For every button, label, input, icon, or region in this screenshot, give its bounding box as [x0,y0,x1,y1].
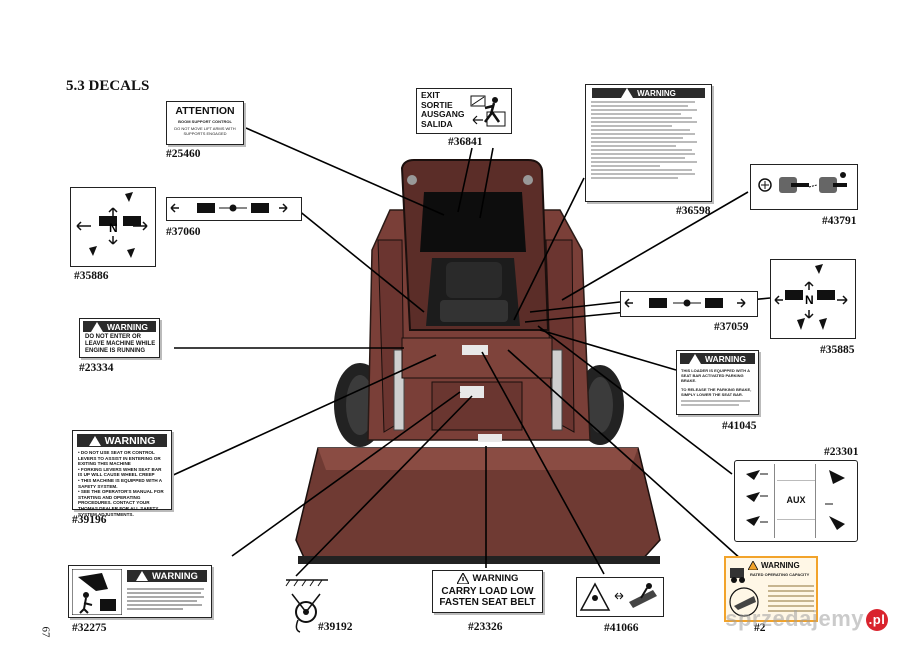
decal-number-32275: #32275 [72,622,107,634]
warning-heading: WARNING [637,88,676,98]
warning-bullet1: • DO NOT USE SEAT OR CONTROL LEVERS TO A… [78,450,161,467]
decal-36598: WARNING [585,84,712,202]
warning-triangle-icon [90,321,103,332]
warning-heading: WARNING [106,321,149,332]
decal-number-23334: #23334 [79,362,114,374]
cab-window [420,192,526,252]
decal-35885: N [770,259,856,339]
steering-pattern-icon: N [76,192,148,258]
decal-number-25460: #25460 [166,148,201,160]
tie-down-icon [285,579,328,633]
svg-text:N: N [109,221,118,235]
decal-number-37060: #37060 [166,226,201,238]
speed-range-icon [170,203,288,213]
left-lever-panel [738,464,775,538]
warning-line3: ENGINE IS RUNNING [85,347,146,354]
decal-number-36598: #36598 [676,205,711,217]
decal-23334: WARNING DO NOT ENTER OR LEAVE MACHINE WH… [79,318,160,358]
warning-heading: WARNING [472,573,519,584]
attention-line1: BOOM SUPPORT CONTROL [178,119,232,124]
bucket-tilt-icon [825,470,845,530]
decal-39196: WARNING • DO NOT USE SEAT OR CONTROL LEV… [72,430,172,517]
warning-line1: THIS LOADER IS EQUIPPED WITH A [681,368,750,373]
decal-number-35885: #35885 [820,344,855,356]
decal-number-39196: #39196 [72,514,107,526]
aux-panel: AUX [777,464,816,538]
warning-triangle-icon [456,573,469,584]
machine-icon [730,568,745,583]
decal-25460: ATTENTION BOOM SUPPORT CONTROL DO NOT MO… [166,101,244,145]
watermark-text: sprzedajemy [725,606,864,631]
decal-number-41066: #41066 [604,622,639,634]
warning-bullet2: • FORKING LEVERS WHEN SEAT BAR IS UP WIL… [78,466,162,478]
decal-number-23326: #23326 [468,621,503,633]
rated-capacity-subtitle: RATED OPERATING CAPACITY [750,572,810,577]
decal-43791 [750,164,858,210]
warning-heading: WARNING [761,561,800,570]
exit-person-icon [470,95,506,127]
ausgang-text: AUSGANG [421,109,465,119]
watermark: sprzedajemy.pl [725,606,888,632]
decal-number-41045: #41045 [722,420,757,432]
warning-line2: LEAVE MACHINE WHILE [85,340,156,347]
warning-heading: WARNING [152,570,198,582]
warning-triangle-icon [88,435,101,446]
decal-37060 [166,197,302,221]
decal-35886: N [70,187,156,267]
warning-triangle-icon [748,561,758,570]
fasten-seat-belt-text: FASTEN SEAT BELT [439,597,536,608]
lever-lock-icon [758,172,847,193]
warning-line4: SIMPLY LOWER THE SEAT BAR. [681,392,743,397]
decal-41045: WARNING THIS LOADER IS EQUIPPED WITH A S… [676,350,759,415]
decal-32275: WARNING [68,565,212,618]
svg-text:N: N [805,293,814,307]
crush-hazard-icon [72,569,122,615]
decal-36841: EXIT SORTIE AUSGANG SALIDA [416,88,512,134]
section-title: 5.3 DECALS [66,78,150,94]
decal-number-37059: #37059 [714,321,749,333]
warning-heading: WARNING [104,434,156,447]
watermark-badge: .pl [866,609,888,632]
carry-load-low-text: CARRY LOAD LOW [441,586,534,597]
decal-number-43791: #43791 [822,215,857,227]
warning-triangle-icon [688,353,701,364]
decal-23326: WARNING CARRY LOAD LOW FASTEN SEAT BELT [432,570,543,613]
tipping-hazard-icon [729,587,759,617]
warning-line3: TO RELEASE THE PARKING BRAKE, [681,387,752,392]
lift-arm-icon [746,470,768,526]
exit-text: EXIT [421,90,440,100]
speed-range-icon [624,298,746,308]
decal-number-36841: #36841 [448,136,483,148]
decal-number-23301: #23301 [824,446,859,458]
decal-41066 [576,577,664,617]
sortie-text: SORTIE [421,99,453,110]
attention-heading: ATTENTION [175,105,235,117]
warning-bullet4: • SEE THE OPERATOR'S MANUAL FOR STARTING… [78,489,164,517]
warning-heading: WARNING [704,353,747,364]
salida-text: SALIDA [421,118,453,129]
attention-line2: DO NOT MOVE LIFT ARMS WITH SUPPORTS ENGA… [174,126,236,136]
decal-rated-capacity: WARNING RATED OPERATING CAPACITY [724,556,818,622]
pinch-point-icon [579,582,657,611]
decal-number-rated-capacity: #2 [754,622,766,634]
decal-23301: AUX [734,460,858,542]
warning-triangle-icon [136,571,149,581]
decal-number-35886: #35886 [74,270,109,282]
aux-label: AUX [786,495,806,505]
warning-bullet3: • THIS MACHINE IS EQUIPPED WITH A SAFETY… [78,477,162,489]
steering-pattern-icon: N [774,264,848,330]
decal-number-39192: #39192 [318,621,353,633]
warning-triangle-icon [621,88,634,98]
warning-line1: DO NOT ENTER OR [85,334,142,340]
warning-line2: SEAT BAR ACTIVATED PARKING BRAKE. [681,373,744,383]
right-lever-panel [819,464,855,538]
decal-37059 [620,291,758,317]
